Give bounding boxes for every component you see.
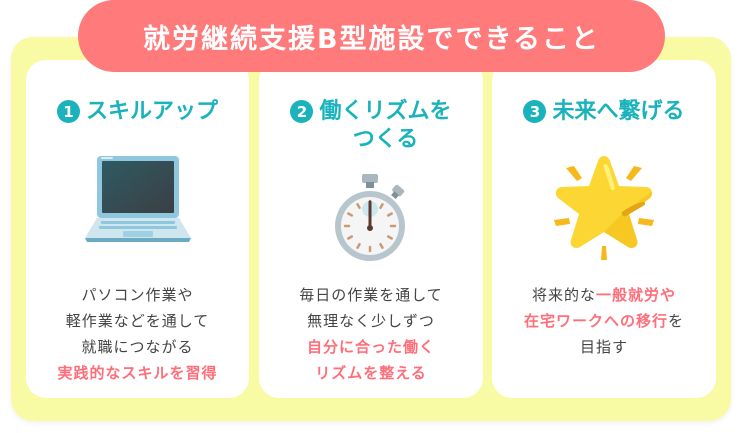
card-description: 将来的な一般就労や 在宅ワークへの移行を 目指す	[523, 286, 685, 356]
highlight-text: 実践的なスキルを習得	[57, 364, 218, 382]
highlight-text: リズムを整える	[315, 364, 427, 382]
card-heading: 1 スキルアップ	[26, 98, 249, 126]
number-badge: 2	[290, 100, 314, 123]
card-description: 毎日の作業を通して 無理なく少しずつ 自分に合った働く リズムを整える	[259, 282, 483, 386]
card-title: スキルアップ	[85, 99, 218, 124]
stopwatch-icon	[335, 174, 405, 261]
feature-card-work-rhythm: 2 働くリズムを つくる	[259, 60, 483, 398]
feature-card-skill-up: 1 スキルアップ パソコン作業や 軽作業などを通して	[26, 60, 249, 398]
laptop-icon	[84, 156, 191, 242]
card-title-line2: つくる	[352, 127, 419, 152]
number-badge: 1	[56, 100, 80, 123]
highlight-text: 自分に合った働く	[306, 338, 435, 356]
page-title-banner: 就労継続支援B型施設でできること	[78, 0, 665, 72]
card-heading: 2 働くリズムを つくる	[259, 98, 483, 154]
highlight-text: 在宅ワークへの移行	[523, 312, 668, 330]
highlight-text: 一般就労や	[596, 286, 677, 304]
card-title-line1: 働くリズムを	[319, 99, 452, 124]
card-description: パソコン作業や 軽作業などを通して 就職につながる 実践的なスキルを習得	[26, 282, 249, 386]
feature-card-future: 3 未来へ繋げる 将来的な一般就労や 在宅ワークへの移行を 目指す	[492, 60, 716, 398]
card-title: 未来へ繋げる	[552, 99, 685, 124]
card-heading: 3 未来へ繋げる	[492, 98, 716, 126]
number-badge: 3	[523, 100, 547, 123]
page-title: 就労継続支援B型施設でできること	[142, 23, 601, 55]
glowing-star-icon	[554, 156, 654, 260]
